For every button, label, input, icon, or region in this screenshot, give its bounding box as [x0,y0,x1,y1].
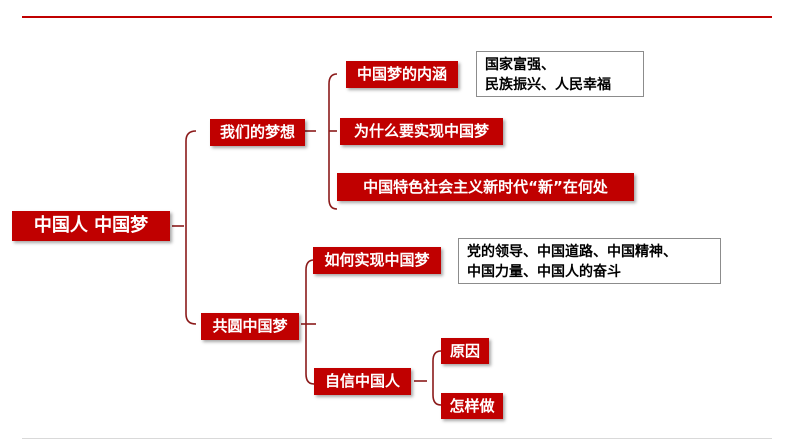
leaf-node-why-realize-dream: 为什么要实现中国梦 [340,118,503,145]
bottom-rule [22,438,772,439]
note-how-realize-dream-line-2: 中国力量、中国人的奋斗 [467,264,621,280]
leaf-node-how-to-do: 怎样做 [441,393,503,419]
branch-node-shared-dream: 共圆中国梦 [201,313,299,340]
sub-bracket [432,350,442,406]
note-how-realize-dream: 党的领导、中国道路、中国精神、 中国力量、中国人的奋斗 [458,238,721,284]
leaf-node-dream-meaning: 中国梦的内涵 [346,61,458,88]
top-accent-rule [22,16,772,18]
root-node-china-dream: 中国人 中国梦 [12,211,170,241]
leaf-node-how-realize-dream: 如何实现中国梦 [313,247,441,274]
note-dream-meaning-line-2: 民族振兴、人民幸福 [485,77,611,93]
note-dream-meaning: 国家富强、 民族振兴、人民幸福 [476,51,644,97]
branch-node-our-dream: 我们的梦想 [210,119,305,146]
branch1-bracket [328,73,338,210]
leaf-node-confident-chinese: 自信中国人 [314,368,411,395]
level1-bracket [185,130,197,325]
leaf-node-reason: 原因 [441,338,489,364]
leaf-node-new-era: 中国特色社会主义新时代“新”在何处 [337,173,634,201]
note-how-realize-dream-line-1: 党的领导、中国道路、中国精神、 [467,244,677,260]
note-dream-meaning-line-1: 国家富强、 [485,57,555,73]
branch2-bracket [305,259,315,385]
